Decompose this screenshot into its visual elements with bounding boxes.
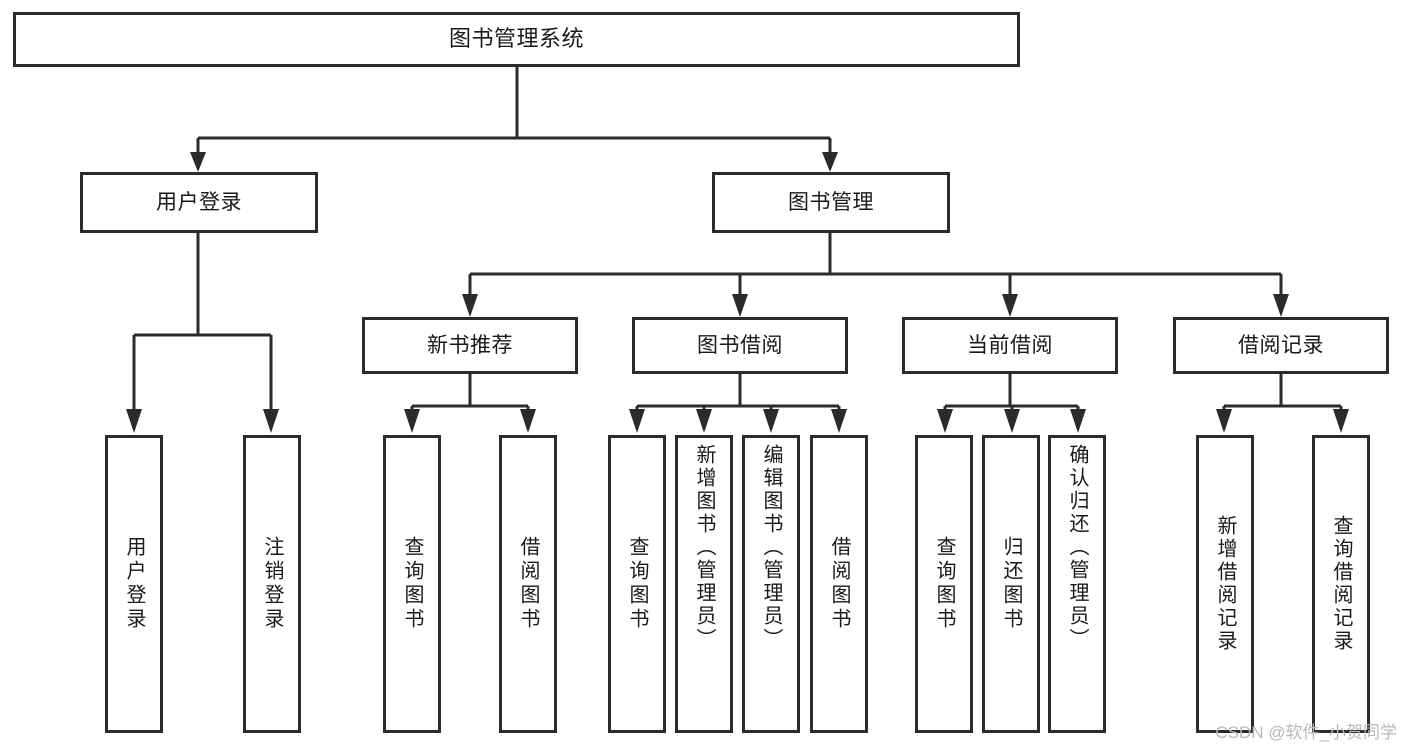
- arrow-leaf-add-book: [696, 409, 712, 433]
- leaf-query-book-1-label: 查询图书: [401, 536, 423, 632]
- leaf-confirm-return-label: 确认归还（管理员）: [1066, 444, 1088, 651]
- leaf-logout-label: 注销登录: [261, 536, 283, 632]
- arrow-leaf-query-book-3: [937, 409, 953, 433]
- leaf-add-record[interactable]: 新增借阅记录: [1196, 435, 1254, 733]
- arrow-leaf-borrow-book-2: [831, 409, 847, 433]
- leaf-query-book-3[interactable]: 查询图书: [915, 435, 973, 733]
- node-current-borrow-label: 当前借阅: [967, 333, 1053, 357]
- arrow-leaf-add-record: [1216, 409, 1232, 433]
- leaf-query-record-label: 查询借阅记录: [1330, 515, 1352, 653]
- arrow-leaf-query-book-2: [629, 409, 645, 433]
- node-book-management[interactable]: 图书管理: [712, 172, 950, 233]
- leaf-logout[interactable]: 注销登录: [243, 435, 301, 733]
- leaf-edit-book[interactable]: 编辑图书（管理员）: [742, 435, 800, 733]
- arrow-book-borrow: [732, 294, 748, 317]
- leaf-user-login-label: 用户登录: [123, 536, 145, 632]
- node-user-login[interactable]: 用户登录: [80, 172, 318, 233]
- node-borrow-record-label: 借阅记录: [1238, 333, 1324, 357]
- node-book-management-label: 图书管理: [788, 190, 874, 214]
- leaf-borrow-book-1[interactable]: 借阅图书: [499, 435, 557, 733]
- leaf-return-book[interactable]: 归还图书: [982, 435, 1040, 733]
- leaf-return-book-label: 归还图书: [1000, 536, 1022, 632]
- node-book-borrow[interactable]: 图书借阅: [632, 317, 848, 374]
- arrow-book-management: [822, 152, 838, 172]
- leaf-borrow-book-2-label: 借阅图书: [828, 536, 850, 632]
- arrow-leaf-edit-book: [763, 409, 779, 433]
- leaf-query-record[interactable]: 查询借阅记录: [1312, 435, 1370, 733]
- node-new-book-recommend-label: 新书推荐: [427, 333, 513, 357]
- node-borrow-record[interactable]: 借阅记录: [1173, 317, 1389, 374]
- arrow-leaf-user-login: [126, 409, 142, 433]
- leaf-query-book-1[interactable]: 查询图书: [383, 435, 441, 733]
- arrow-leaf-query-record: [1333, 409, 1349, 433]
- arrow-leaf-borrow-book-1: [520, 409, 536, 433]
- arrow-new-book-recommend: [462, 294, 478, 317]
- leaf-add-book-label: 新增图书（管理员）: [693, 444, 715, 651]
- leaf-borrow-book-2[interactable]: 借阅图书: [810, 435, 868, 733]
- arrow-user-login: [190, 152, 206, 172]
- leaf-query-book-3-label: 查询图书: [933, 536, 955, 632]
- leaf-add-book[interactable]: 新增图书（管理员）: [675, 435, 733, 733]
- leaf-add-record-label: 新增借阅记录: [1214, 515, 1236, 653]
- arrow-leaf-return-book: [1004, 409, 1020, 433]
- node-user-login-label: 用户登录: [156, 190, 242, 214]
- node-root[interactable]: 图书管理系统: [13, 12, 1020, 67]
- leaf-user-login[interactable]: 用户登录: [105, 435, 163, 733]
- leaf-edit-book-label: 编辑图书（管理员）: [760, 444, 782, 651]
- node-new-book-recommend[interactable]: 新书推荐: [362, 317, 578, 374]
- leaf-confirm-return[interactable]: 确认归还（管理员）: [1048, 435, 1106, 733]
- arrow-current-borrow: [1002, 294, 1018, 317]
- leaf-query-book-2-label: 查询图书: [626, 536, 648, 632]
- arrow-leaf-query-book-1: [404, 409, 420, 433]
- leaf-borrow-book-1-label: 借阅图书: [517, 536, 539, 632]
- node-book-borrow-label: 图书借阅: [697, 333, 783, 357]
- arrow-borrow-record: [1273, 294, 1289, 317]
- arrow-leaf-confirm-return: [1070, 409, 1086, 433]
- leaf-query-book-2[interactable]: 查询图书: [608, 435, 666, 733]
- arrow-leaf-logout: [263, 409, 279, 433]
- node-current-borrow[interactable]: 当前借阅: [902, 317, 1118, 374]
- node-root-label: 图书管理系统: [448, 26, 584, 52]
